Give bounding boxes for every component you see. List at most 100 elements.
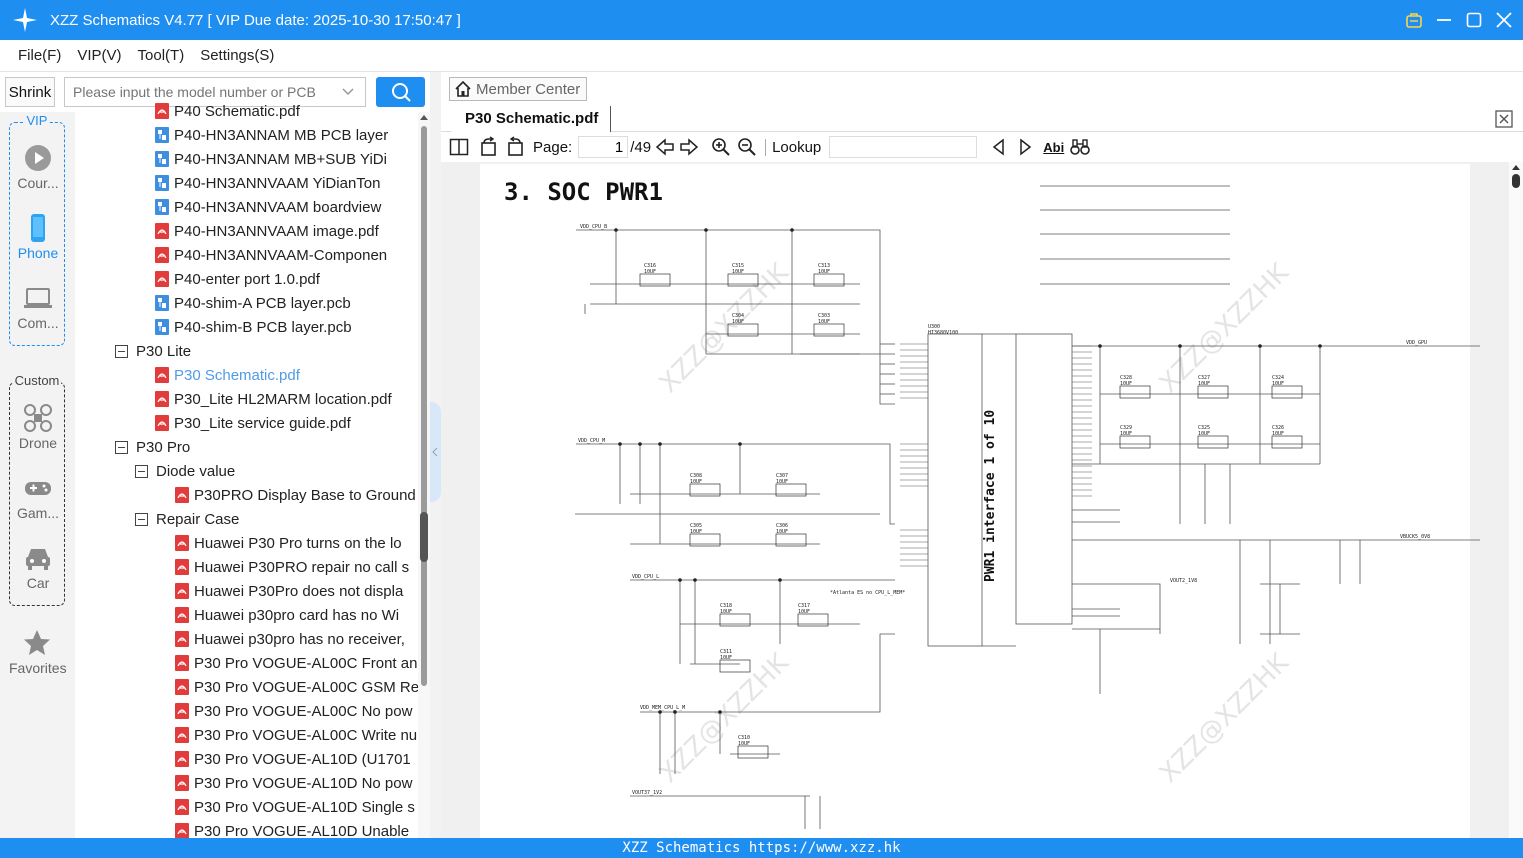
tree-file[interactable]: P40-HN3ANNVAAM boardview — [155, 195, 381, 219]
tree-file[interactable]: P30 Pro VOGUE-AL00C Front an — [175, 651, 417, 675]
tree-folder[interactable]: P30 Lite — [115, 339, 191, 363]
previous-page-icon[interactable] — [655, 137, 675, 157]
nav-phone-label: Phone — [17, 245, 59, 261]
tree-file[interactable]: P40-shim-A PCB layer.pcb — [155, 291, 351, 315]
tree-file[interactable]: P30 Pro VOGUE-AL10D (U1701 — [175, 747, 411, 771]
nav-computer[interactable]: Com... — [10, 283, 66, 331]
sidebar-toggle-icon[interactable] — [449, 137, 469, 157]
pdf-file-icon — [175, 607, 189, 623]
scroll-track[interactable] — [421, 126, 427, 686]
tree-file[interactable]: P30PRO Display Base to Ground — [175, 483, 416, 507]
junction-dots — [614, 228, 1322, 714]
tree-file[interactable]: P40-HN3ANNVAAM YiDianTon — [155, 171, 380, 195]
find-previous-icon[interactable] — [989, 137, 1009, 157]
capacitor-symbols — [639, 273, 1303, 759]
pcb-file-icon — [155, 319, 169, 335]
model-search-input[interactable] — [64, 77, 366, 107]
shrink-button[interactable]: Shrink — [5, 77, 55, 107]
custom-group-label: Custom — [12, 373, 62, 388]
maximize-icon[interactable] — [1465, 11, 1483, 29]
nav-course[interactable]: Cour... — [10, 143, 66, 191]
cap-ref: C310 — [738, 735, 750, 741]
collapse-toggle-icon[interactable] — [135, 512, 148, 526]
pdf-file-icon — [155, 367, 169, 383]
next-page-icon[interactable] — [679, 137, 699, 157]
menu-file[interactable]: File(F) — [18, 47, 62, 64]
collapse-toggle-icon[interactable] — [115, 440, 128, 454]
custom-group: Custom Drone Gam... Car — [9, 373, 66, 606]
laptop-icon — [23, 283, 53, 313]
watermark-text: XZZ@XZZHK — [654, 257, 796, 399]
rotate-left-icon[interactable] — [479, 136, 499, 157]
menu-vip[interactable]: VIP(V) — [77, 47, 122, 64]
tree-file[interactable]: P30 Pro VOGUE-AL00C GSM Re — [175, 675, 419, 699]
binoculars-icon[interactable] — [1070, 137, 1091, 157]
find-next-icon[interactable] — [1015, 137, 1035, 157]
tree-folder[interactable]: Repair Case — [135, 507, 239, 531]
tree-file[interactable]: P40-HN3ANNAM MB+SUB YiDi — [155, 147, 387, 171]
status-bar: XZZ Schematics https://www.xzz.hk — [0, 838, 1523, 858]
category-nav: VIP Cour... Phone Com... Custom Drone — [0, 112, 75, 838]
member-center-button[interactable]: Member Center — [449, 77, 587, 101]
nav-car[interactable]: Car — [10, 543, 66, 591]
lookup-input[interactable] — [829, 136, 978, 158]
tree-scrollbar[interactable] — [418, 112, 430, 838]
tree-file[interactable]: P40-HN3ANNAM MB PCB layer — [155, 123, 388, 147]
minimize-icon[interactable] — [1435, 11, 1453, 29]
zoom-out-icon[interactable] — [737, 137, 757, 157]
tree-folder[interactable]: Diode value — [135, 459, 235, 483]
tree-item-label: Huawei P30PRO repair no call s — [194, 558, 410, 576]
nav-phone[interactable]: Phone — [10, 213, 66, 261]
chevron-down-icon[interactable] — [340, 84, 356, 100]
tree-file[interactable]: P30 Pro VOGUE-AL00C Write nu — [175, 723, 417, 747]
home-icon — [454, 80, 472, 98]
cap-value: 10UF — [732, 269, 744, 275]
tree-file[interactable]: Huawei P30PRO repair no call s — [175, 555, 409, 579]
tree-file[interactable]: P30 Pro VOGUE-AL10D Unable — [175, 819, 409, 843]
tree-file[interactable]: Huawei P30Pro does not displa — [175, 579, 403, 603]
tree-file[interactable]: P40 Schematic.pdf — [155, 99, 300, 123]
tree-item-label: P40 Schematic.pdf — [174, 102, 300, 120]
tree-file[interactable]: P40-HN3ANNVAAM-Componen — [155, 243, 387, 267]
collapse-handle[interactable] — [430, 402, 441, 502]
tree-file[interactable]: Huawei p30pro card has no Wi — [175, 603, 399, 627]
tree-file[interactable]: P30_Lite service guide.pdf — [155, 411, 351, 435]
document-scrollbar[interactable] — [1509, 162, 1523, 838]
close-tab-icon[interactable] — [1495, 110, 1513, 128]
menu-settings[interactable]: Settings(S) — [200, 47, 275, 64]
tree-item-label: P40-HN3ANNAM MB+SUB YiDi — [174, 150, 387, 168]
search-button[interactable] — [376, 77, 425, 107]
tree-file[interactable]: P40-HN3ANNVAAM image.pdf — [155, 219, 379, 243]
menu-tool[interactable]: Tool(T) — [137, 47, 185, 64]
document-area[interactable]: 3. SOC PWR1 XZZ@XZZHK XZZ@XZZHK XZZ@XZZH… — [441, 162, 1523, 840]
pane-splitter[interactable] — [430, 72, 441, 838]
cap-value: 10UF — [1272, 431, 1284, 437]
tree-folder[interactable]: P30 Pro — [115, 435, 190, 459]
page-number-input[interactable] — [578, 136, 629, 158]
vip-bag-icon[interactable] — [1405, 11, 1423, 29]
pdf-file-icon — [175, 775, 189, 791]
collapse-toggle-icon[interactable] — [115, 344, 128, 358]
tree-file[interactable]: Huawei P30 Pro turns on the lo — [175, 531, 402, 555]
nav-drone[interactable]: Drone — [10, 403, 66, 451]
tree-file[interactable]: P30 Pro VOGUE-AL10D No pow — [175, 771, 412, 795]
tree-file[interactable]: P30 Pro VOGUE-AL00C No pow — [175, 699, 412, 723]
cap-ref: C315 — [732, 263, 744, 269]
tree-file[interactable]: P30 Schematic.pdf — [155, 363, 300, 387]
collapse-toggle-icon[interactable] — [135, 464, 148, 478]
close-icon[interactable] — [1495, 11, 1513, 29]
tree-file[interactable]: Huawei p30pro has no receiver, — [175, 627, 405, 651]
schematic-note: *Atlanta ES no CPU_L_MEM* — [830, 590, 905, 596]
tab-p30-schematic[interactable]: P30 Schematic.pdf — [451, 106, 611, 132]
tree-file[interactable]: P40-enter port 1.0.pdf — [155, 267, 320, 291]
rotate-right-icon[interactable] — [505, 136, 525, 157]
nav-favorites[interactable]: Favorites — [9, 628, 67, 676]
tree-file[interactable]: P40-shim-B PCB layer.pcb — [155, 315, 352, 339]
tree-file[interactable]: P30_Lite HL2MARM location.pdf — [155, 387, 392, 411]
scroll-thumb[interactable] — [420, 512, 428, 562]
scroll-up-icon[interactable] — [420, 115, 428, 120]
nav-game[interactable]: Gam... — [10, 473, 66, 521]
tree-file[interactable]: P30 Pro VOGUE-AL10D Single s — [175, 795, 415, 819]
match-case-button[interactable]: Abi — [1043, 139, 1065, 155]
zoom-in-icon[interactable] — [711, 137, 731, 157]
